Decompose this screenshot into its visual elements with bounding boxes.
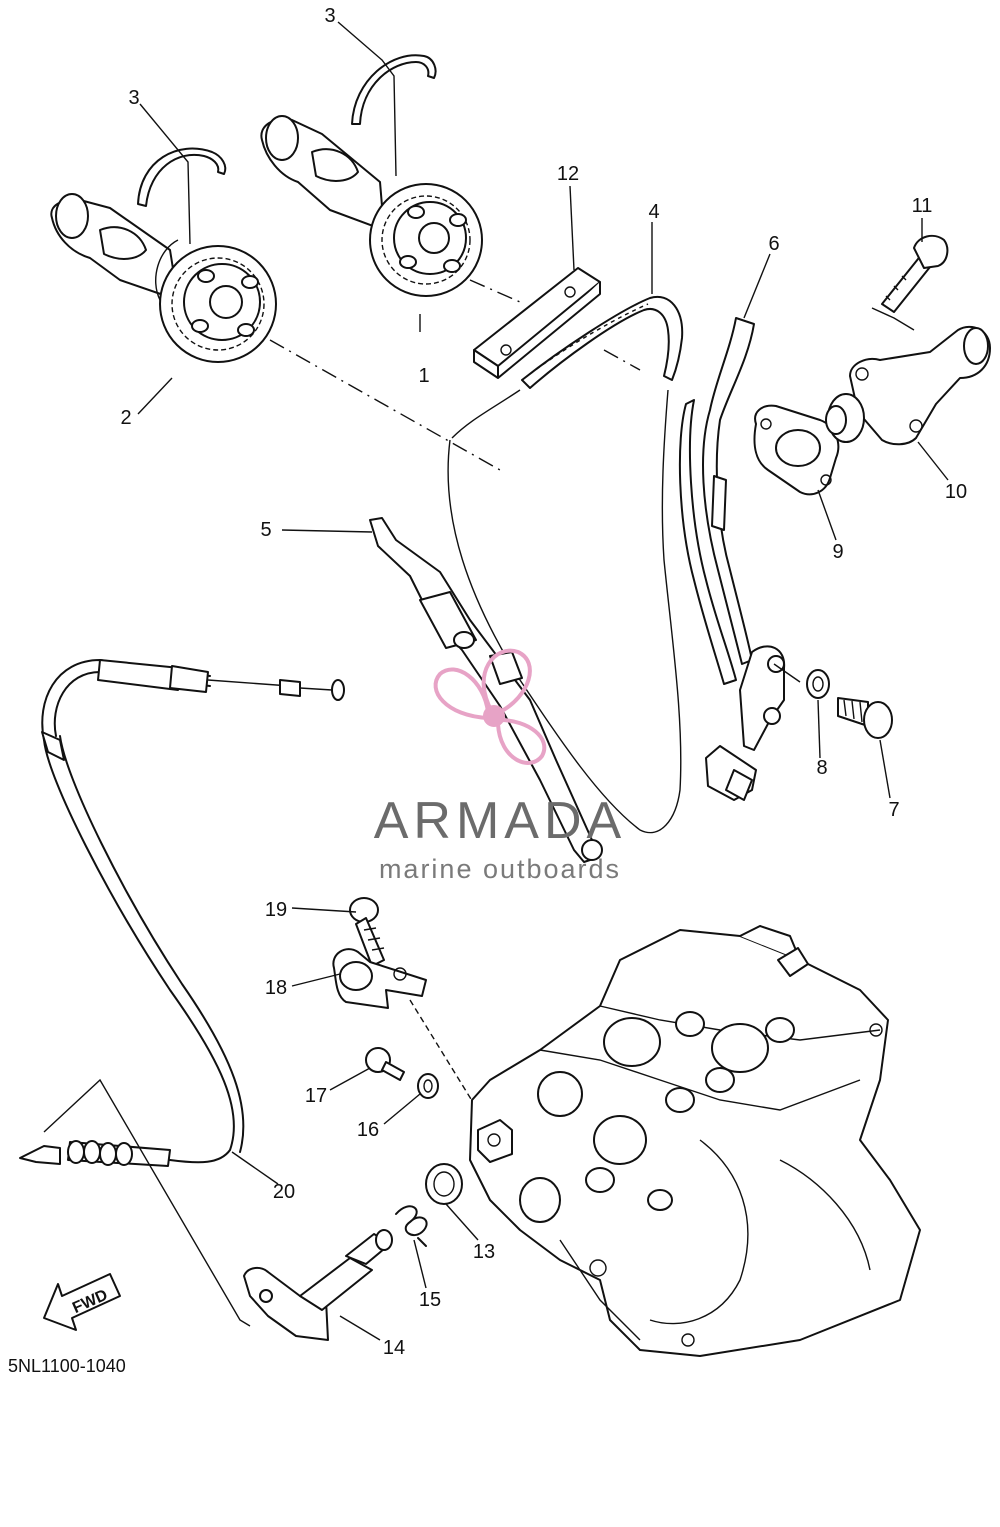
small-washer [417,1073,439,1099]
camshaft-intake [260,115,483,297]
leader-lines [137,21,949,1341]
callout-19: 19 [265,899,287,921]
decompression-cable [19,659,345,1327]
chain-guide-top [473,267,601,379]
return-spring [395,1205,428,1247]
callout-16: 16 [357,1119,379,1141]
callout-17: 17 [305,1085,327,1107]
propeller-logo-icon [433,648,547,765]
callout-5: 5 [260,519,271,541]
guide-washer [806,669,830,699]
fwd-arrow-icon: FWD [43,1273,121,1331]
callout-labels: 1 2 3 3 4 5 6 7 8 9 10 11 12 13 14 15 16… [120,5,967,1359]
guide-bolt [837,697,893,739]
callout-18: 18 [265,977,287,999]
watermark-brand: ARMADA [374,792,626,850]
callout-1: 1 [418,365,429,387]
callout-3a: 3 [128,87,139,109]
chain-guide-intake [369,517,603,863]
leader-guide-bolt [773,663,801,683]
watermark-tagline: marine outboards [379,854,621,884]
tensioner-gasket [753,404,840,496]
callout-4: 4 [648,201,659,223]
callout-9: 9 [832,541,843,563]
callout-7: 7 [888,799,899,821]
callout-6: 6 [768,233,779,255]
cable-clamp [332,948,491,1131]
timing-chain [447,295,684,834]
callout-13: 13 [473,1241,495,1263]
diagram-code: 5NL1100-1040 [8,1356,126,1376]
chain-tensioner-guide [678,317,786,801]
callout-8: 8 [816,757,827,779]
cam-chain-tensioner [825,325,991,446]
callout-10: 10 [945,481,967,503]
armada-watermark: ARMADA marine outboards [374,648,626,884]
callout-15: 15 [419,1289,441,1311]
callout-12: 12 [557,163,579,185]
oil-seal [425,1163,463,1205]
callout-14: 14 [383,1337,405,1359]
callout-20: 20 [273,1181,295,1203]
callout-11: 11 [912,195,933,217]
tensioner-bolt [871,234,949,331]
callout-3b: 3 [324,5,335,27]
decompression-lever-shaft [243,1229,393,1341]
cylinder-head [469,925,921,1357]
camshaft-exhaust [50,193,277,363]
small-bolt [365,1047,405,1081]
callout-2: 2 [120,407,131,429]
bearing-clip-left [137,147,227,207]
